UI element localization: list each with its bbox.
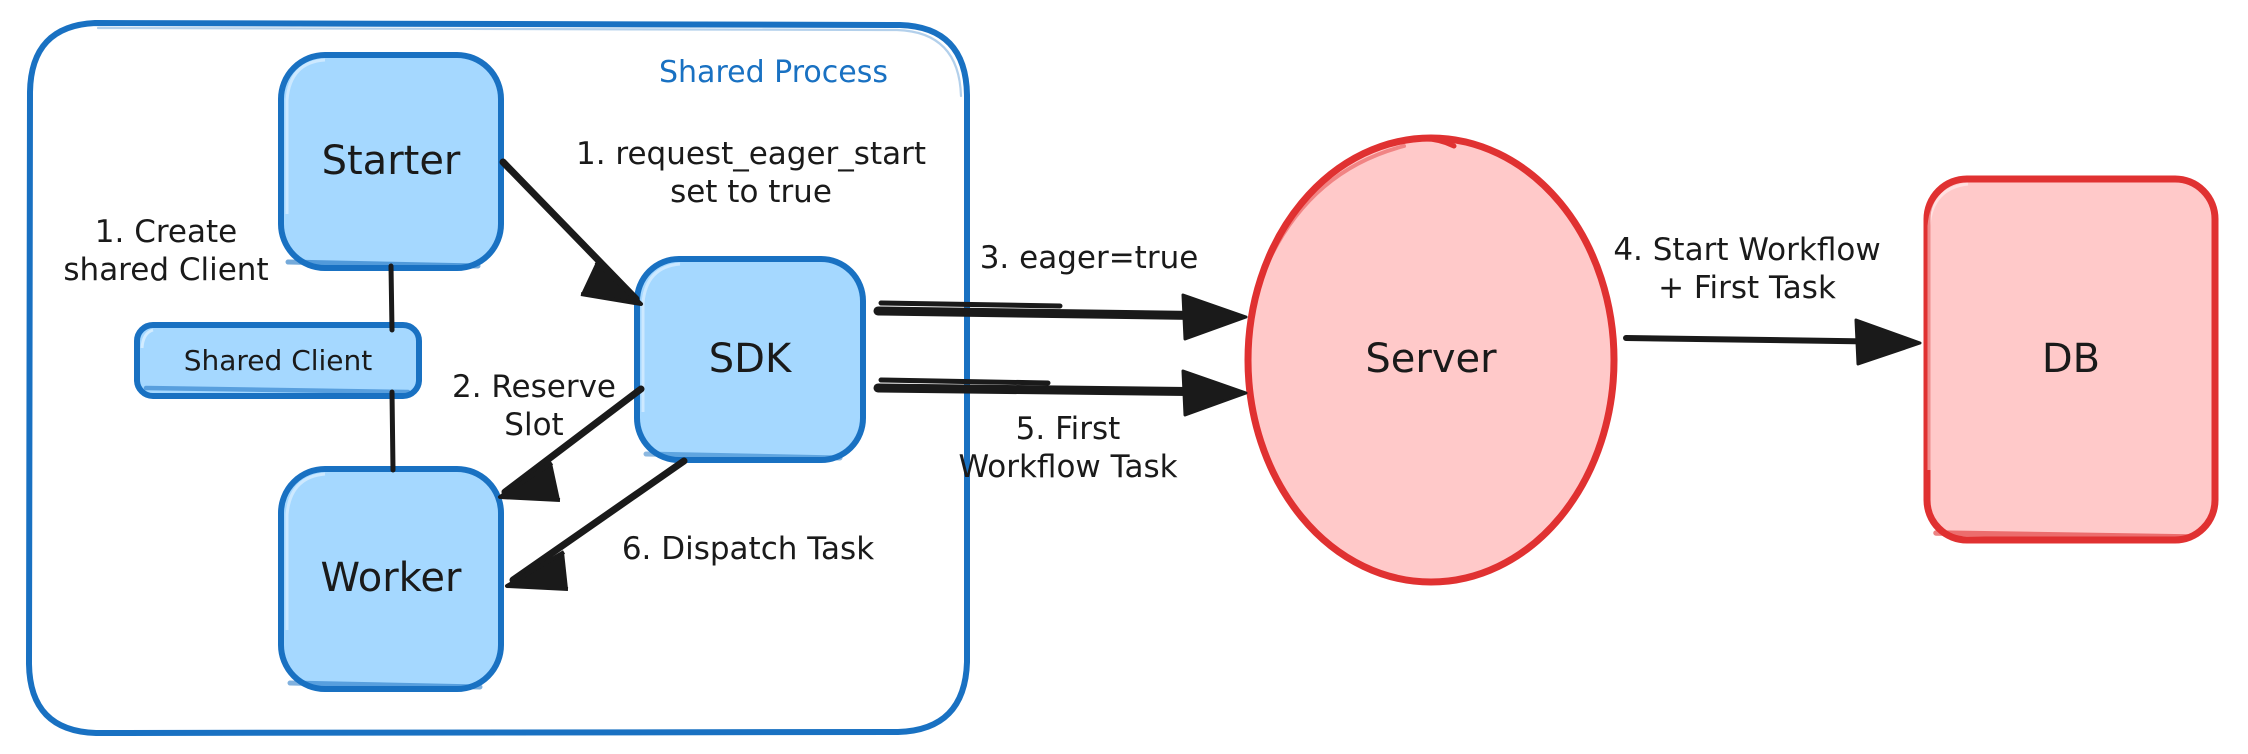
edge-label-dispatch-task: 6. Dispatch Task <box>621 531 875 567</box>
node-starter[interactable] <box>278 52 504 271</box>
node-worker[interactable] <box>278 466 504 692</box>
edge-first-workflow-task <box>873 369 1248 417</box>
edge-label-create-shared-client: 1. Create shared Client <box>63 214 269 288</box>
edge-start-workflow <box>1623 318 1922 366</box>
group-title-shared-process: Shared Process <box>659 55 888 90</box>
edge-eager-true <box>873 293 1248 341</box>
edge-create-shared-client <box>388 263 396 473</box>
edge-label-reserve-slot: 2. Reserve Slot <box>451 369 617 443</box>
node-db[interactable] <box>1923 175 2219 544</box>
node-server[interactable] <box>1244 134 1618 586</box>
edge-request-eager-start <box>499 158 643 306</box>
group-shared-process <box>26 20 970 736</box>
node-shared-client[interactable] <box>134 322 422 399</box>
edge-label-eager-true: 3. eager=true <box>979 240 1199 276</box>
edge-label-start-workflow: 4. Start Workflow + First Task <box>1613 232 1881 306</box>
edge-reserve-slot <box>498 385 645 502</box>
node-sdk[interactable] <box>634 256 866 463</box>
edge-label-first-workflow-task: 5. First Workflow Task <box>958 411 1178 485</box>
edge-label-request-eager-start: 1. request_eager_start set to true <box>575 136 927 210</box>
edge-dispatch-task <box>505 457 688 591</box>
